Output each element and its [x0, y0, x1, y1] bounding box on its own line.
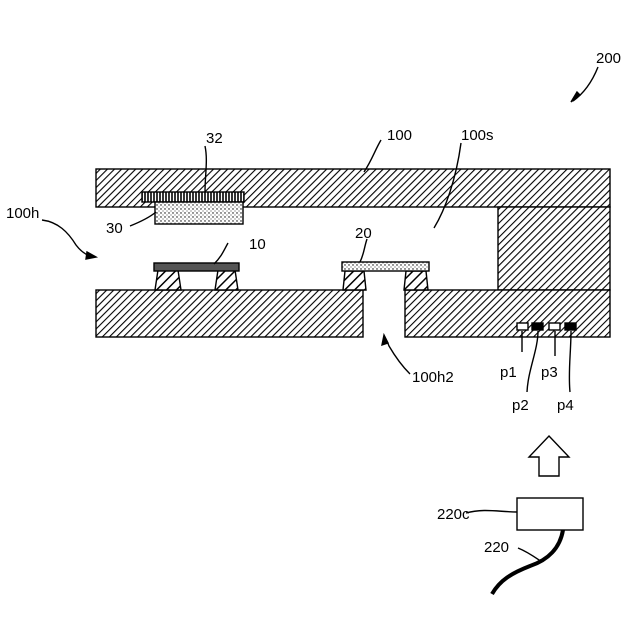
arrow-100h: [42, 220, 94, 257]
sensor-20: [342, 262, 429, 290]
right-wall: [498, 207, 610, 290]
label-pad-p2: p2: [512, 397, 529, 414]
label-pad-p3: p3: [541, 364, 558, 381]
label-space: 100s: [461, 127, 494, 144]
pad-p2: [532, 323, 543, 330]
label-connector: 220c: [437, 506, 470, 523]
sensor-10: [154, 263, 239, 290]
bottom-plate-left: [96, 290, 363, 337]
label-sensor-a: 10: [249, 236, 266, 253]
up-arrow-icon: [529, 436, 569, 476]
label-device: 200: [596, 50, 621, 67]
label-pad-p1: p1: [500, 364, 517, 381]
label-element-top-base: 30: [106, 220, 123, 237]
label-housing: 100: [387, 127, 412, 144]
label-inlet: 100h2: [412, 369, 454, 386]
label-hole: 100h: [6, 205, 39, 222]
bottom-plate-right: [405, 290, 610, 337]
label-cable: 220: [484, 539, 509, 556]
label-sensor-b: 20: [355, 225, 372, 242]
connector-220c: [517, 498, 583, 530]
pad-p3: [549, 323, 560, 330]
pad-p4: [565, 323, 576, 330]
pad-p1: [517, 323, 528, 330]
element-32: [142, 192, 244, 202]
label-pad-p4: p4: [557, 397, 574, 414]
element-30: [155, 202, 243, 224]
label-element-top: 32: [206, 130, 223, 147]
